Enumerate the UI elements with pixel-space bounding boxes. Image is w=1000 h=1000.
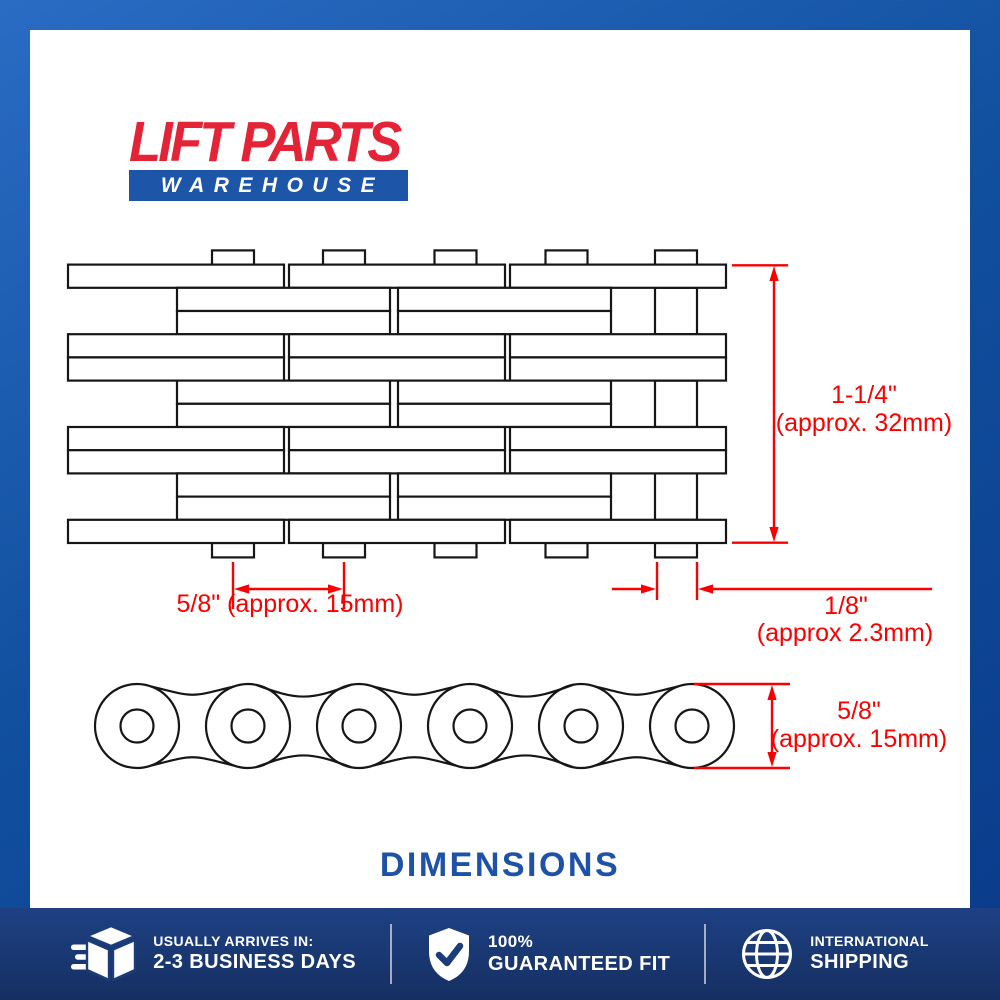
content-area: LIFT PARTS WAREHOUSE DIMENSIONS bbox=[30, 30, 970, 908]
guarantee-line1: 100% bbox=[488, 931, 534, 951]
shipping-line2: 2-3 BUSINESS DAYS bbox=[153, 951, 357, 974]
footer-divider bbox=[390, 924, 393, 984]
international-line2: SHIPPING bbox=[810, 951, 910, 974]
logo-wordmark: LIFT PARTS bbox=[129, 110, 402, 174]
globe-icon bbox=[742, 929, 793, 979]
logo-warehouse-bar: WAREHOUSE bbox=[129, 170, 408, 201]
footer-shipping-time: USUALLY ARRIVES IN: 2-3 BUSINESS DAYS bbox=[71, 924, 356, 984]
logo-warehouse-label: WAREHOUSE bbox=[160, 173, 385, 197]
shield-check-icon bbox=[429, 928, 470, 981]
international-line1: INTERNATIONAL bbox=[810, 932, 929, 949]
shipping-line1: USUALLY ARRIVES IN: bbox=[153, 932, 314, 949]
footer-international: INTERNATIONAL SHIPPING bbox=[740, 927, 929, 981]
footer-guarantee: 100% GUARANTEED FIT bbox=[426, 926, 670, 982]
shipping-box-icon bbox=[71, 924, 137, 982]
dimensions-title: DIMENSIONS bbox=[379, 846, 621, 884]
lift-parts-logo: LIFT PARTS WAREHOUSE bbox=[129, 114, 409, 206]
footer-divider bbox=[704, 924, 707, 984]
footer-bar: USUALLY ARRIVES IN: 2-3 BUSINESS DAYS 10… bbox=[0, 908, 1000, 1000]
guarantee-line2: GUARANTEED FIT bbox=[488, 953, 671, 976]
